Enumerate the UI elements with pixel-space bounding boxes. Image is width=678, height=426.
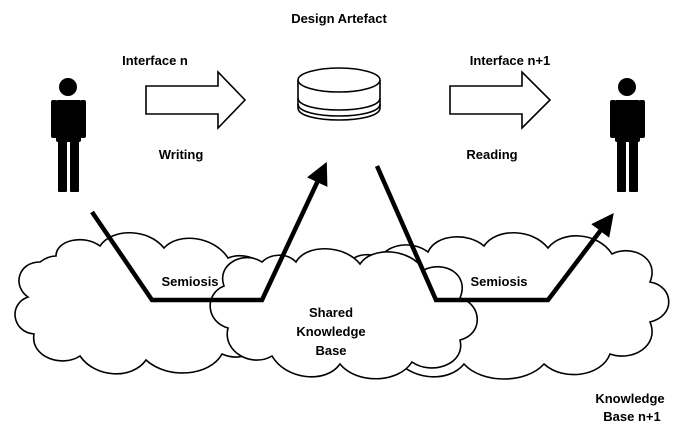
hollow-arrow-left-icon	[145, 70, 247, 130]
writing-label: Writing	[159, 147, 204, 162]
interface-n-plus-1-label: Interface n+1	[470, 53, 551, 68]
shared-kb-label-line3: Base	[315, 343, 346, 358]
hollow-arrow-right-icon	[449, 70, 552, 130]
clouds	[14, 231, 670, 380]
kb-n1-label-line2: Base n+1	[603, 409, 660, 424]
reading-path	[374, 165, 614, 303]
kb-n1-label-line1: Knowledge	[595, 391, 664, 406]
labels: Design Artefact Interface n Interface n+…	[122, 11, 665, 424]
writing-path	[90, 161, 328, 303]
cloud-center	[209, 247, 478, 380]
left-person-icon	[51, 78, 86, 192]
shared-kb-label-line2: Knowledge	[296, 324, 365, 339]
semiosis-right-label: Semiosis	[470, 274, 527, 289]
reading-label: Reading	[466, 147, 517, 162]
semiosis-paths	[90, 161, 614, 303]
semiosis-left-label: Semiosis	[161, 274, 218, 289]
right-person-icon	[610, 78, 645, 192]
shared-kb-label-line1: Shared	[309, 305, 353, 320]
artefact-disk-icon	[297, 67, 381, 121]
interface-n-label: Interface n	[122, 53, 188, 68]
diagram-title: Design Artefact	[291, 11, 387, 26]
